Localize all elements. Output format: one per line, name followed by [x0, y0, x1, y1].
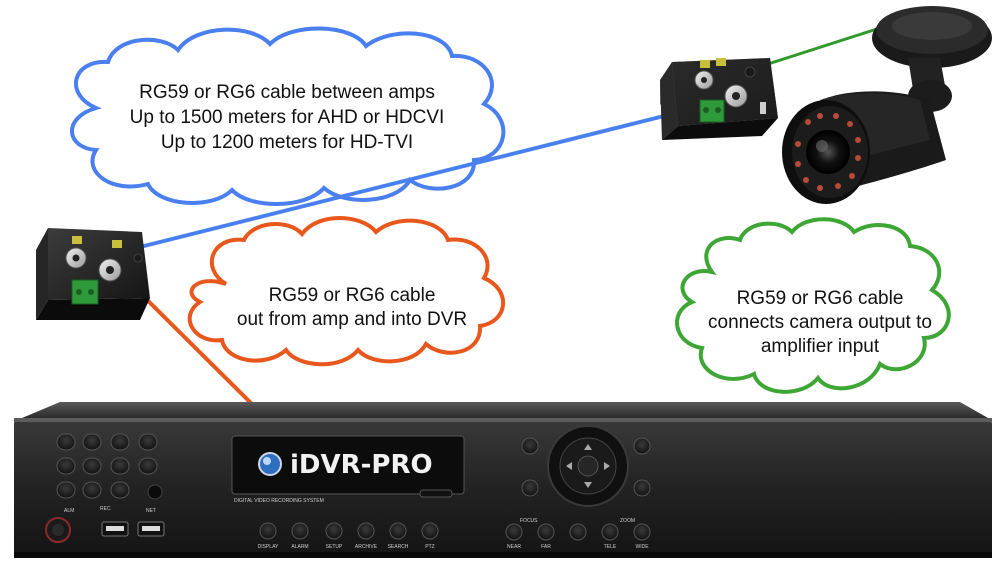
ptz-button-wide[interactable] [633, 523, 651, 541]
arrow-down-icon [584, 482, 592, 488]
dvr-numpad [56, 433, 158, 499]
label-wide: WIDE [635, 544, 649, 550]
cloud-blue [70, 26, 506, 206]
arrow-right-icon [604, 462, 610, 470]
label-archive: ARCHIVE [355, 544, 378, 550]
dvr-function-buttons: DISPLAY ALARM SETUP ARCHIVE SEARCH PTZ [258, 522, 439, 550]
cloud-orange-text: RG59 or RG6 cable out from amp and into D… [237, 285, 467, 330]
dvr-unit: ALM REC NET iDVR-PRO DIGITAL VIDEO RECOR… [14, 402, 992, 558]
dvr-side-buttons [521, 437, 651, 497]
cloud-blue-line-2: Up to 1500 meters for AHD or HDCVI [130, 107, 445, 128]
label-alm: ALM [64, 508, 74, 514]
arrow-up-icon [584, 444, 592, 450]
amplifier-remote [660, 58, 778, 140]
side-button-3[interactable] [633, 437, 651, 455]
cloud-green [675, 217, 951, 394]
numpad-key-9[interactable] [56, 481, 76, 499]
numpad-key-10[interactable] [82, 481, 102, 499]
label-ptz: PTZ [425, 544, 434, 550]
numpad-key-7[interactable] [110, 457, 130, 475]
numpad-key-1[interactable] [56, 433, 76, 451]
label-net: NET [146, 508, 156, 514]
cloud-green-line-2: connects camera output to [708, 312, 932, 333]
label-far: FAR [541, 544, 551, 550]
side-button-2[interactable] [521, 479, 539, 497]
numpad-key-2[interactable] [82, 433, 102, 451]
dvr-subtitle: DIGITAL VIDEO RECORDING SYSTEM [234, 498, 324, 504]
label-focus: FOCUS [520, 518, 538, 524]
button-ptz[interactable] [421, 522, 439, 540]
button-display[interactable] [259, 522, 277, 540]
button-setup[interactable] [325, 522, 343, 540]
cloud-blue-line-1: RG59 or RG6 cable between amps [139, 82, 435, 103]
cloud-blue-line-3: Up to 1200 meters for HD-TVI [161, 132, 413, 153]
side-button-1[interactable] [521, 437, 539, 455]
brand-name: iDVR-PRO [290, 450, 433, 480]
dvr-display-window [231, 435, 465, 495]
cloud-blue-text: RG59 or RG6 cable between amps Up to 1500… [130, 82, 445, 153]
label-rec: REC [100, 506, 111, 512]
button-archive[interactable] [357, 522, 375, 540]
label-alarm: ALARM [291, 544, 308, 550]
label-setup: SETUP [326, 544, 343, 550]
label-near: NEAR [507, 544, 521, 550]
disc-slot [419, 489, 453, 498]
ptz-button-far[interactable] [537, 523, 555, 541]
ptz-button-near[interactable] [505, 523, 523, 541]
numpad-key-6[interactable] [82, 457, 102, 475]
numpad-key-11[interactable] [110, 481, 130, 499]
button-alarm[interactable] [291, 522, 309, 540]
dvr-ptz-buttons: NEAR FAR TELE WIDE [505, 523, 651, 550]
numpad-key-4[interactable] [138, 433, 158, 451]
arrow-left-icon [566, 462, 572, 470]
enter-button[interactable] [577, 455, 599, 477]
cloud-orange [187, 216, 505, 367]
numpad-key-3[interactable] [110, 433, 130, 451]
ptz-button-tele[interactable] [601, 523, 619, 541]
button-search[interactable] [389, 522, 407, 540]
label-display: DISPLAY [258, 544, 279, 550]
cloud-green-line-1: RG59 or RG6 cable [737, 288, 904, 309]
cloud-green-line-3: amplifier input [761, 336, 880, 357]
label-zoom: ZOOM [620, 518, 635, 524]
security-camera [782, 6, 992, 204]
cloud-green-text: RG59 or RG6 cable connects camera output … [708, 288, 932, 357]
cloud-orange-line-2: out from amp and into DVR [237, 309, 467, 330]
label-tele: TELE [604, 544, 617, 550]
amplifier-local [36, 228, 150, 320]
cable-blue [107, 96, 737, 257]
side-button-4[interactable] [633, 479, 651, 497]
cloud-orange-line-1: RG59 or RG6 cable [269, 285, 436, 306]
numpad-key-8[interactable] [138, 457, 158, 475]
numpad-key-5[interactable] [56, 457, 76, 475]
label-search: SEARCH [388, 544, 409, 550]
brand-logo-icon [258, 452, 282, 476]
ptz-button-mid[interactable] [569, 523, 587, 541]
